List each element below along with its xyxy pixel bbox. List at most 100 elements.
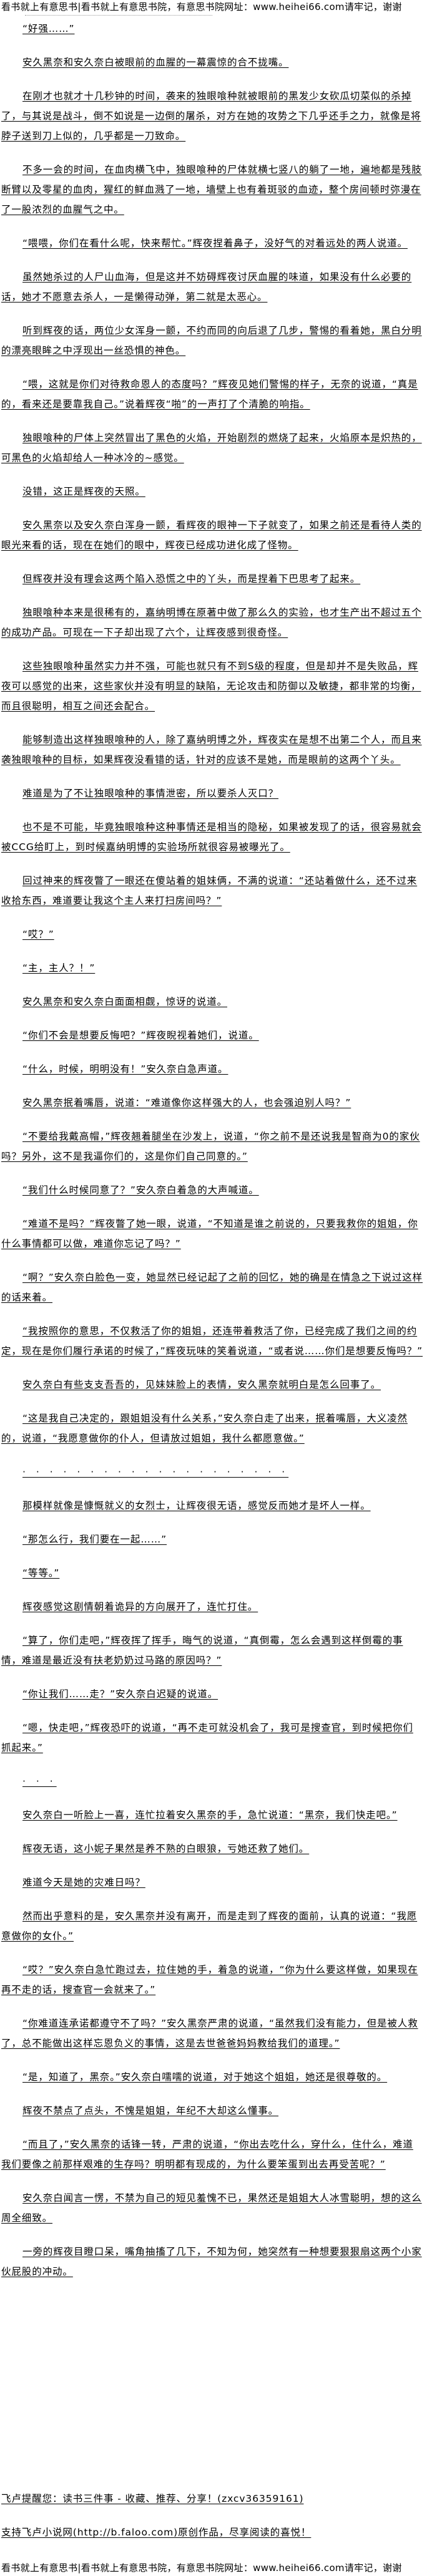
paragraph: 安久黑奈和安久奈白被眼前的血腥的一幕震惊的合不拢嘴。 bbox=[1, 52, 423, 72]
paragraph-text: 难道是为了不让独眼喰种的事情泄密，所以要杀人灭口？ bbox=[22, 788, 279, 799]
paragraph-text: 听到辉夜的话，两位少女浑身一颤，不约而同的向后退了几步，警惕的看着她，黑白分明的… bbox=[1, 325, 422, 356]
site-banner-top: 看书就上有意思书|看书就上有意思书院，有意思书院网址：www.heihei66.… bbox=[1, 1, 402, 12]
paragraph-text: 安久黑奈抿着嘴唇，说道：“难道像你这样强大的人，也会强迫别人吗？” bbox=[22, 1097, 351, 1108]
chapter-body: “好强……” 安久黑奈和安久奈白被眼前的血腥的一幕震惊的合不拢嘴。在刚才也就才十几… bbox=[1, 19, 423, 2295]
paragraph-text: “你们不会是想要反悔吧？”辉夜睨视着她们，说道。 bbox=[22, 1030, 259, 1041]
paragraph: “啊？”安久奈白脸色一变，她显然已经记起了之前的回忆，她的确是在情急之下说过这样… bbox=[1, 1267, 423, 1307]
paragraph: 安久奈白有些支支吾吾的，见妹妹脸上的表情，安久黑奈就明白是怎么回事了。 bbox=[1, 1375, 423, 1395]
paragraph-text: “而且了，”安久黑奈的话锋一转，严肃的说道，“你出去吃什么，穿什么，住什么，难道… bbox=[1, 2139, 413, 2170]
paragraph-text: 回过神来的辉夜瞥了一眼还在傻站着的姐妹俩，不满的说道：“还站着做什么，还不过来收… bbox=[1, 875, 418, 906]
paragraph: 听到辉夜的话，两位少女浑身一颤，不约而同的向后退了几步，警惕的看着她，黑白分明的… bbox=[1, 321, 423, 361]
paragraph-text: 安久黑奈以及安久奈白浑身一颤，看辉夜的眼神一下子就变了，如果之前还是看待人类的眼… bbox=[1, 520, 422, 551]
paragraph: “嗯，快走吧，”辉夜恐吓的说道，“再不走可就没机会了，我可是搜查官，到时候把你们… bbox=[1, 1718, 423, 1758]
paragraph-text: 那模样就像是慷慨就义的女烈士，让辉夜很无语，感觉反而她才是坏人一样。 bbox=[22, 1500, 371, 1511]
paragraph: 辉夜无语，这小妮子果然是养不熟的白眼狼，亏她还救了她们。 bbox=[1, 1839, 423, 1859]
paragraph: 安久奈白一听脸上一喜，连忙拉着安久黑奈的手，急忙说道：“黑奈，我们快走吧。” bbox=[1, 1805, 423, 1825]
faloo-support-text[interactable]: 支持飞卢小说网(http://b.faloo.com)原创作品，尽享阅读的喜悦！ bbox=[1, 2527, 312, 2538]
paragraph: 独眼喰种的尸体上突然冒出了黑色的火焰，开始剧烈的燃烧了起来，火焰原本是炽热的，可… bbox=[1, 428, 423, 468]
faloo-support-link[interactable]: 支持飞卢小说网(http://b.faloo.com)原创作品，尽享阅读的喜悦！ bbox=[1, 2522, 423, 2542]
paragraph: 但辉夜并没有理会这两个陷入恐慌之中的丫头，而是捏着下巴思考了起来。 bbox=[1, 569, 423, 589]
paragraph-text: “不要给我戴高帽，”辉夜翘着腿坐在沙发上，说道，“你之前不是还说我是智商为0的家… bbox=[1, 1131, 420, 1162]
paragraph: “这是我自己决定的，跟姐姐没有什么关系，”安久奈白走了出来，抿着嘴唇，大义凌然的… bbox=[1, 1408, 423, 1448]
paragraph: “好强……” bbox=[1, 19, 423, 39]
paragraph: 安久奈白闻言一愣，不禁为自己的短见羞愧不已，果然还是姐姐大人冰雪聪明，想的这么周… bbox=[1, 2188, 423, 2228]
paragraph-text: “你让我们……走？”安久奈白迟疑的说道。 bbox=[22, 1688, 219, 1700]
paragraph-text: “喂，这就是你们对待救命恩人的态度吗？”辉夜见她们警惕的样子，无奈的说道，“真是… bbox=[1, 379, 418, 410]
paragraph-text: 在刚才也就才十几秒钟的时间，袭来的独眼喰种就被眼前的黑发少女砍瓜切菜似的杀掉了，… bbox=[1, 90, 421, 142]
paragraph: · · · · · · · · · · · · · · · · · · · · bbox=[1, 1462, 423, 1482]
paragraph-text: “你难道连承诺都遵守不了吗？”安久黑奈严肃的说道，“虽然我们没有能力，但是被人救… bbox=[1, 2018, 418, 2049]
paragraph: “那怎么行，我们要在一起……” bbox=[1, 1529, 423, 1549]
paragraph: 没错，这正是辉夜的天照。 bbox=[1, 482, 423, 501]
site-banner-bottom: 看书就上有意思书|看书就上有意思书院，有意思书院网址：www.heihei66.… bbox=[1, 2562, 402, 2574]
paragraph: “是，知道了，黑奈。”安久奈白嚅嚅的说道，对于她这个姐姐，她还是很尊敬的。 bbox=[1, 2067, 423, 2087]
paragraph: 能够制造出这样独眼喰种的人，除了嘉纳明博之外，辉夜实在是想不出第二个人，而且来袭… bbox=[1, 730, 423, 770]
paragraph-text: “嗯，快走吧，”辉夜恐吓的说道，“再不走可就没机会了，我可是搜查官，到时候把你们… bbox=[1, 1722, 413, 1753]
paragraph-text: 虽然她杀过的人尸山血海，但是这并不妨碍辉夜讨厌血腥的味道，如果没有什么必要的话，… bbox=[1, 271, 412, 303]
paragraph: “我们什么时候同意了？”安久奈白着急的大声喊道。 bbox=[1, 1180, 423, 1200]
paragraph-text: 独眼喰种本来是很稀有的，嘉纳明博在原著中做了那么久的实验，也才生产出不超过五个的… bbox=[1, 607, 422, 638]
paragraph-text: 辉夜感觉这剧情朝着诡异的方向展开了，连忙打住。 bbox=[22, 1601, 258, 1612]
paragraph: 也不是不可能，毕竟独眼喰种这种事情还是相当的隐秘，如果被发现了的话，很容易就会被… bbox=[1, 817, 423, 857]
paragraph: 难道今天是她的灾难日吗？ bbox=[1, 1872, 423, 1892]
paragraph: “喂喂，你们在看什么呢，快来帮忙。”辉夜捏着鼻子，没好气的对着远处的两人说道。 bbox=[1, 233, 423, 253]
paragraph-text: 安久黑奈和安久奈白面面相觑，惊讶的说道。 bbox=[22, 996, 228, 1007]
paragraph-text: 但辉夜并没有理会这两个陷入恐慌之中的丫头，而是捏着下巴思考了起来。 bbox=[22, 573, 361, 584]
faloo-reminder: 飞卢提醒您：读书三件事 - 收藏、推荐、分享！(zxcv36359161) bbox=[1, 2489, 423, 2509]
paragraph-text: “主，主人？！” bbox=[22, 962, 96, 974]
paragraph-text: “我们什么时候同意了？”安久奈白着急的大声喊道。 bbox=[22, 1184, 259, 1196]
paragraph: “算了，你们走吧，”辉夜挥了挥手，晦气的说道，“真倒霉，怎么会遇到这样倒霉的事情… bbox=[1, 1630, 423, 1670]
paragraph: “你们不会是想要反悔吧？”辉夜睨视着她们，说道。 bbox=[1, 1025, 423, 1045]
paragraph: “你难道连承诺都遵守不了吗？”安久黑奈严肃的说道，“虽然我们没有能力，但是被人救… bbox=[1, 2013, 423, 2053]
paragraph-text: 难道今天是她的灾难日吗？ bbox=[22, 1877, 145, 1888]
paragraph: 辉夜不禁点了点头，不愧是姐姐，年纪不大却这么懂事。 bbox=[1, 2101, 423, 2121]
paragraph-text: “难道不是吗？”辉夜瞥了她一眼，说道，“不知道是谁之前说的，只要我救你的姐姐，你… bbox=[1, 1218, 418, 1249]
paragraph: 那模样就像是慷慨就义的女烈士，让辉夜很无语，感觉反而她才是坏人一样。 bbox=[1, 1496, 423, 1516]
paragraph-text: 能够制造出这样独眼喰种的人，除了嘉纳明博之外，辉夜实在是想不出第二个人，而且来袭… bbox=[1, 734, 422, 765]
chapter-footer: 飞卢提醒您：读书三件事 - 收藏、推荐、分享！(zxcv36359161) 支持… bbox=[1, 2489, 423, 2556]
paragraph-text: 独眼喰种的尸体上突然冒出了黑色的火焰，开始剧烈的燃烧了起来，火焰原本是炽热的，可… bbox=[1, 432, 422, 463]
paragraph: · · · bbox=[1, 1771, 423, 1791]
paragraph-text: 安久奈白一听脸上一喜，连忙拉着安久黑奈的手，急忙说道：“黑奈，我们快走吧。” bbox=[22, 1809, 398, 1821]
paragraph-text: · · · · · · · · · · · · · · · · · · · · bbox=[22, 1466, 289, 1478]
paragraph: “我按照你的意思，不仅救活了你的姐姐，还连带着救活了你，已经完成了我们之间的约定… bbox=[1, 1321, 423, 1361]
paragraph: 独眼喰种本来是很稀有的，嘉纳明博在原著中做了那么久的实验，也才生产出不超过五个的… bbox=[1, 603, 423, 642]
paragraph: “主，主人？！” bbox=[1, 958, 423, 978]
paragraph-text: 然而出乎意料的是，安久黑奈并没有离开，而是走到了辉夜的面前，认真的说道：“我愿意… bbox=[1, 1910, 418, 1942]
paragraph: 安久黑奈和安久奈白面面相觑，惊讶的说道。 bbox=[1, 992, 423, 1012]
paragraph: 辉夜感觉这剧情朝着诡异的方向展开了，连忙打住。 bbox=[1, 1597, 423, 1617]
paragraph: 回过神来的辉夜瞥了一眼还在傻站着的姐妹俩，不满的说道：“还站着做什么，还不过来收… bbox=[1, 871, 423, 911]
paragraph-text: “喂喂，你们在看什么呢，快来帮忙。”辉夜捏着鼻子，没好气的对着远处的两人说道。 bbox=[22, 238, 408, 249]
paragraph: “而且了，”安久黑奈的话锋一转，严肃的说道，“你出去吃什么，穿什么，住什么，难道… bbox=[1, 2134, 423, 2174]
paragraph-text: “我按照你的意思，不仅救活了你的姐姐，还连带着救活了你，已经完成了我们之间的约定… bbox=[1, 1325, 423, 1357]
paragraph: 然而出乎意料的是，安久黑奈并没有离开，而是走到了辉夜的面前，认真的说道：“我愿意… bbox=[1, 1906, 423, 1946]
paragraph: “不要给我戴高帽，”辉夜翘着腿坐在沙发上，说道，“你之前不是还说我是智商为0的家… bbox=[1, 1126, 423, 1166]
paragraph: “难道不是吗？”辉夜瞥了她一眼，说道，“不知道是谁之前说的，只要我救你的姐姐，你… bbox=[1, 1214, 423, 1254]
paragraph-text: · · · bbox=[22, 1776, 57, 1787]
paragraph-text: 辉夜无语，这小妮子果然是养不熟的白眼狼，亏她还救了她们。 bbox=[22, 1843, 310, 1854]
paragraph: “哎？”安久奈白急忙跑过去，拉住她的手，着急的说道，“你为什么要这样做，如果现在… bbox=[1, 1960, 423, 2000]
paragraph: 这些独眼喰种虽然实力并不强，可能也就只有不到S级的程度，但是却并不是失败品，辉夜… bbox=[1, 656, 423, 716]
paragraph: 不多一会的时间，在血肉横飞中，独眼喰种的尸体就横七竖八的躺了一地，遍地都是残肢断… bbox=[1, 160, 423, 220]
paragraph: 安久黑奈以及安久奈白浑身一颤，看辉夜的眼神一下子就变了，如果之前还是看待人类的眼… bbox=[1, 515, 423, 555]
paragraph: “等等。” bbox=[1, 1563, 423, 1583]
paragraph-text: “好强……” bbox=[22, 23, 75, 34]
paragraph-text: 没错，这正是辉夜的天照。 bbox=[22, 486, 145, 497]
paragraph-text: “算了，你们走吧，”辉夜挥了挥手，晦气的说道，“真倒霉，怎么会遇到这样倒霉的事情… bbox=[1, 1635, 403, 1666]
paragraph-text: 安久奈白闻言一愣，不禁为自己的短见羞愧不已，果然还是姐姐大人冰雪聪明，想的这么周… bbox=[1, 2192, 422, 2224]
paragraph-text: 安久奈白有些支支吾吾的，见妹妹脸上的表情，安久黑奈就明白是怎么回事了。 bbox=[22, 1379, 381, 1390]
paragraph-text: 安久黑奈和安久奈白被眼前的血腥的一幕震惊的合不拢嘴。 bbox=[22, 57, 289, 68]
paragraph: “哎？” bbox=[1, 924, 423, 944]
paragraph-text: “哎？”安久奈白急忙跑过去，拉住她的手，着急的说道，“你为什么要这样做，如果现在… bbox=[1, 1964, 418, 1995]
paragraph: 难道是为了不让独眼喰种的事情泄密，所以要杀人灭口？ bbox=[1, 783, 423, 803]
paragraph: 虽然她杀过的人尸山血海，但是这并不妨碍辉夜讨厌血腥的味道，如果没有什么必要的话，… bbox=[1, 267, 423, 307]
paragraph-text: “那怎么行，我们要在一起……” bbox=[22, 1534, 167, 1545]
paragraph: 一旁的辉夜目瞪口呆，嘴角抽搐了几下，不知为何，她突然有一种想要狠狠扇这两个小家伙… bbox=[1, 2242, 423, 2282]
paragraph-text: “是，知道了，黑奈。”安久奈白嚅嚅的说道，对于她这个姐姐，她还是很尊敬的。 bbox=[22, 2071, 388, 2083]
paragraph: 安久黑奈抿着嘴唇，说道：“难道像你这样强大的人，也会强迫别人吗？” bbox=[1, 1093, 423, 1113]
divider bbox=[25, 15, 212, 16]
paragraph: “什么，时候，明明没有！”安久奈白急声道。 bbox=[1, 1059, 423, 1079]
paragraph: 在刚才也就才十几秒钟的时间，袭来的独眼喰种就被眼前的黑发少女砍瓜切菜似的杀掉了，… bbox=[1, 86, 423, 146]
paragraph: “喂，这就是你们对待救命恩人的态度吗？”辉夜见她们警惕的样子，无奈的说道，“真是… bbox=[1, 374, 423, 414]
paragraph-text: “哎？” bbox=[22, 929, 54, 940]
